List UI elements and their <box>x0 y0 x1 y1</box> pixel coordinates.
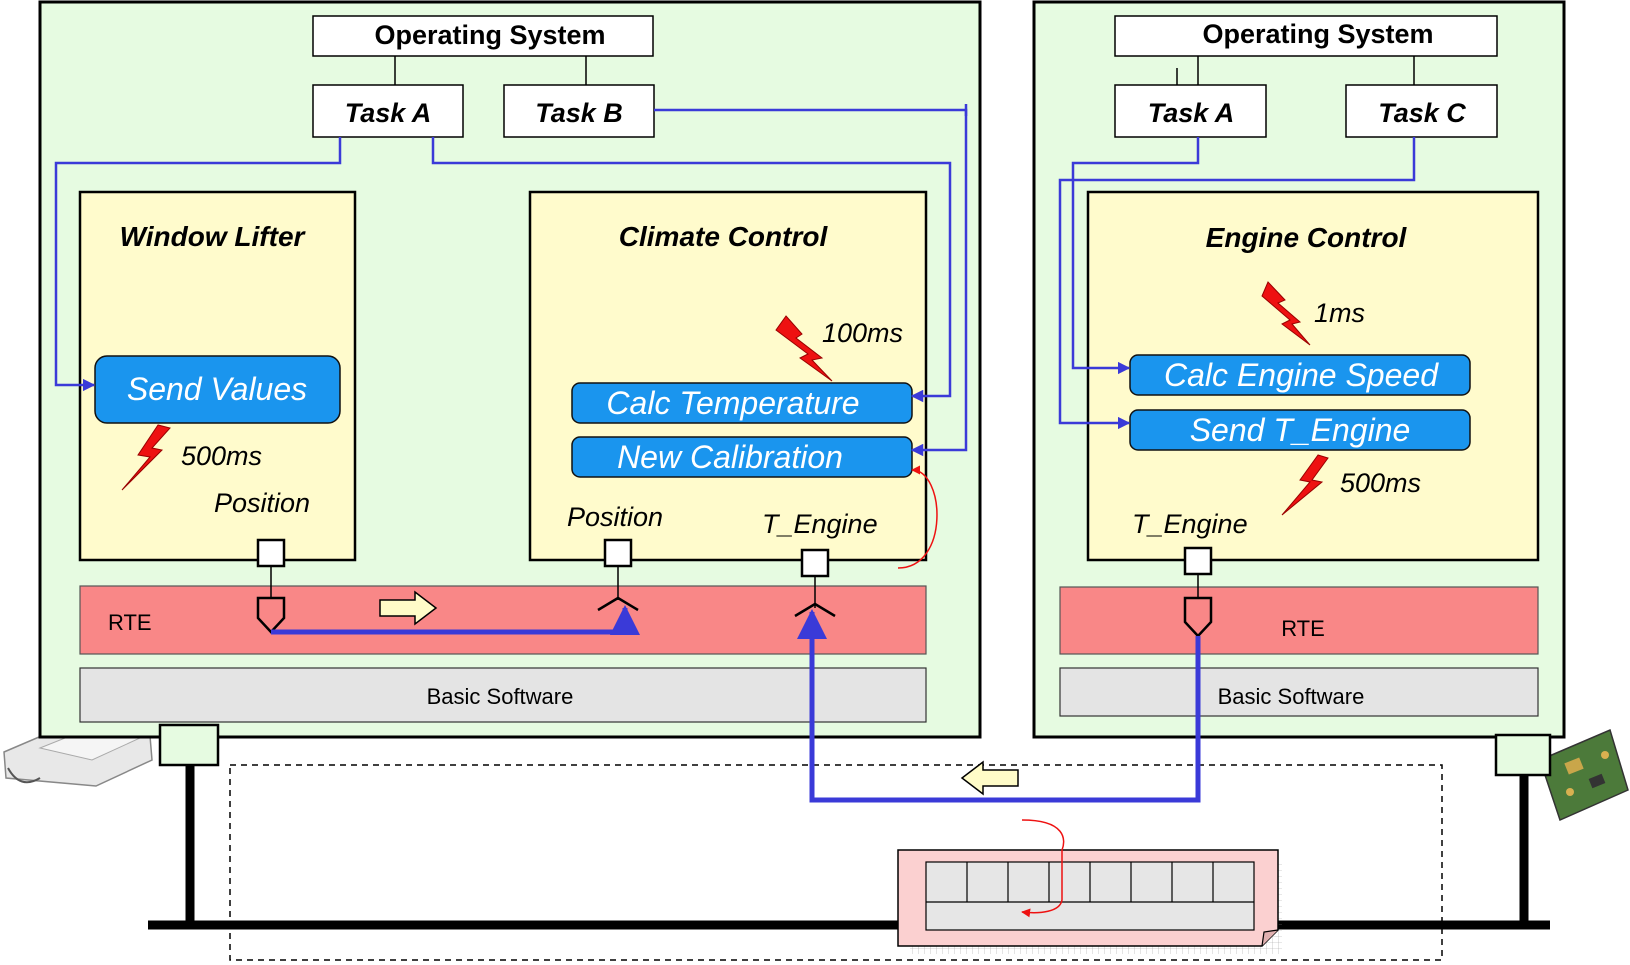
climate-control-title: Climate Control <box>619 221 829 252</box>
task-c-box <box>1345 84 1498 138</box>
ecu-right-bus-connector <box>1494 733 1552 777</box>
task-a-label: Task A <box>1148 98 1235 128</box>
basic-software-layer <box>79 667 927 723</box>
runnable-calc-engine-speed[interactable] <box>1129 354 1471 396</box>
climate-control-position-port-label: Position <box>567 502 663 532</box>
climate-control-timer: 100ms <box>822 318 903 348</box>
engine-control-title: Engine Control <box>1206 222 1408 253</box>
rte-layer <box>79 585 927 655</box>
window-lifter-timer: 500ms <box>181 441 262 471</box>
ecu-left: Operating System Task A Task B Window Li… <box>38 0 982 767</box>
data-flow <box>271 465 1201 803</box>
sender-port-symbol <box>1183 596 1213 638</box>
task-activation-connectors <box>54 104 1416 457</box>
rte-layer <box>1059 586 1539 655</box>
operating-system-label: Operating System <box>374 20 605 50</box>
timer-bolt-icon <box>1261 281 1311 346</box>
operating-system-box <box>312 15 654 57</box>
climate-control-component <box>528 190 928 562</box>
ecu-hardware-right-icon <box>1539 728 1629 822</box>
timer-bolt-icon <box>1281 454 1329 516</box>
window-lifter-port-label: Position <box>214 488 310 518</box>
task-a-box <box>1114 84 1267 138</box>
climate-control-tengine-port-label: T_Engine <box>762 509 878 539</box>
frame-packing-arrow <box>1021 819 1065 918</box>
flow-t-engine-remote <box>797 609 1201 803</box>
task-a-box <box>312 84 464 138</box>
task-c-label: Task C <box>1378 98 1466 128</box>
basic-software-label: Basic Software <box>427 684 574 709</box>
timer-bolt-icon <box>121 424 171 491</box>
sender-port-position <box>256 538 286 568</box>
rte-label: RTE <box>108 610 152 635</box>
operating-system-label: Operating System <box>1202 19 1433 49</box>
basic-software-layer <box>1059 667 1539 717</box>
runnable-calc-temperature[interactable] <box>571 382 913 424</box>
runnable-send-t-engine[interactable] <box>1129 409 1471 451</box>
runnable-new-calibration[interactable] <box>571 436 913 478</box>
connector-task-c-to-send-t-engine <box>1058 137 1416 430</box>
ecu-right: Operating System Task A Task C Engine Co… <box>1032 0 1566 777</box>
engine-control-timer-slow: 500ms <box>1340 468 1421 498</box>
window-lifter-title: Window Lifter <box>120 221 307 252</box>
operating-system-box <box>1114 15 1498 57</box>
virtual-function-bus-outline <box>229 764 1443 961</box>
basic-software-label: Basic Software <box>1218 684 1365 709</box>
sender-port-symbol <box>256 596 286 634</box>
task-b-label: Task B <box>535 98 623 128</box>
runnable-calc-engine-speed-label: Calc Engine Speed <box>1164 357 1439 393</box>
rte-label: RTE <box>1281 616 1325 641</box>
runnable-calc-temperature-label: Calc Temperature <box>606 385 859 421</box>
runnable-send-t-engine-label: Send T_Engine <box>1190 412 1411 448</box>
runnable-send-values-label: Send Values <box>127 371 307 407</box>
engine-control-port-label: T_Engine <box>1132 509 1248 539</box>
connector-task-a-to-send-values <box>54 137 342 392</box>
receiver-port-position <box>603 538 633 568</box>
connector-task-a-to-calc-temperature <box>431 137 952 403</box>
sender-port-t-engine <box>1183 546 1213 576</box>
timer-bolt-icon <box>775 315 833 382</box>
engine-control-timer-fast: 1ms <box>1314 298 1365 328</box>
task-a-label: Task A <box>345 98 432 128</box>
flow-position-local <box>271 605 640 635</box>
receiver-port-t-engine <box>800 548 830 578</box>
connector-task-b-to-new-calibration <box>654 108 968 457</box>
connector-task-a-to-calc-engine-speed <box>1071 137 1200 375</box>
runnable-new-calibration-label: New Calibration <box>617 439 843 475</box>
direction-arrow-icon <box>379 590 438 626</box>
ecu-left-bus-connector <box>158 723 220 767</box>
direction-arrow-icon <box>960 760 1019 796</box>
task-b-box <box>503 84 655 138</box>
calibration-feedback-arrow <box>897 465 938 569</box>
bus-frame <box>897 819 1282 954</box>
